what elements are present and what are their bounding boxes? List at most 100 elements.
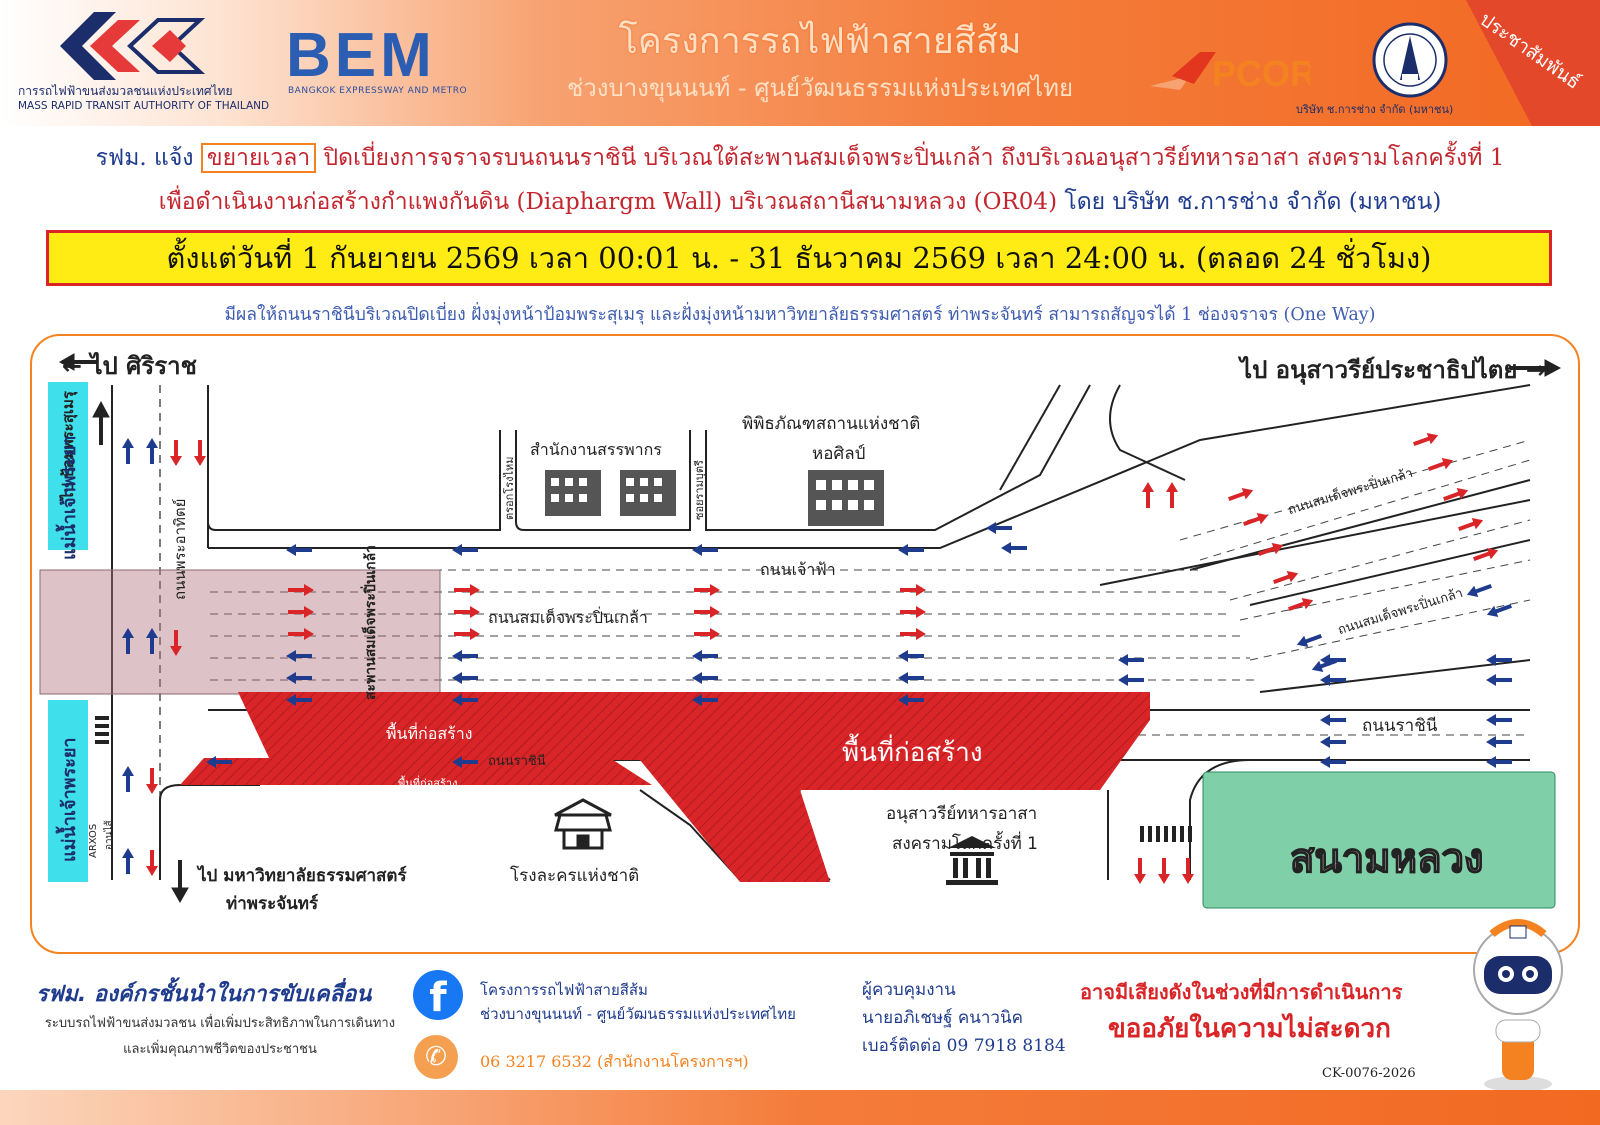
westbound-arrow [1486, 756, 1512, 768]
sanam-luang-field [1202, 771, 1556, 909]
westbound-arrow [452, 694, 478, 706]
westbound-arrow [898, 694, 924, 706]
contractor-name: บริษัท ช.การช่าง จำกัด (มหาชน) [1296, 103, 1454, 116]
sw-ramp-arrow [1311, 659, 1337, 673]
mascot-illustration [1473, 919, 1563, 1092]
project-office-phone[interactable]: 06 3217 6532 (สำนักงานโครงการฯ) [480, 1052, 749, 1071]
vertical-lane-arrow [146, 438, 158, 464]
ratchini-road-label: ถนนราชินี [488, 754, 546, 769]
document-code: CK-0076-2026 [1322, 1066, 1416, 1081]
westbound-arrow [1486, 736, 1512, 748]
construction-area-label-main: พื้นที่ก่อสร้าง [842, 738, 983, 768]
construction-area-main [238, 692, 1150, 882]
revenue-office-block [207, 384, 1091, 531]
westbound-arrow [1320, 736, 1346, 748]
ne-ramp-arrow [1413, 432, 1439, 446]
ne-ramp-arrow [1458, 517, 1484, 531]
art-gallery-label: หอศิลป์ [812, 444, 866, 464]
project-subtitle: ช่วงบางขุนนนท์ - ศูนย์วัฒนธรรมแห่งประเทศ… [566, 74, 1074, 102]
sw-ramp-arrow [1466, 584, 1492, 598]
westbound-arrow [1320, 714, 1346, 726]
arxos-label: ARXOS [88, 823, 99, 858]
apology-text: ขออภัยในความไม่สะดวก [1108, 1014, 1391, 1044]
extend-time-badge: ขยายเวลา [200, 143, 317, 173]
chao-phraya-river-top [48, 382, 88, 550]
pinklao-bridge-overlay [39, 569, 441, 695]
to-thammasat-label-2: ท่าพระจันทร์ [226, 894, 319, 914]
to-democracy-monument-label: ไป อนุสาวรีย์ประชาธิปไตย → [1240, 356, 1546, 384]
eastbound-arrow [900, 584, 926, 596]
sw-ramp-arrow [1486, 604, 1512, 618]
westbound-arrow [452, 544, 478, 556]
announcement-closure-text: ปิดเบี่ยงการจราจรบนถนนราชินี บริเวณใต้สะ… [323, 145, 1505, 171]
westbound-arrow [452, 650, 478, 662]
eastbound-arrow [454, 584, 480, 596]
westbound-arrow [986, 522, 1012, 534]
river-label-bottom: แม่น้ำเจ้าพระยา [59, 737, 80, 862]
announcement-prefix: รฟม. แจ้ง [95, 145, 194, 171]
direction-arrows [58, 353, 1562, 904]
westbound-arrow [1118, 674, 1144, 686]
construction-area-label-top: พื้นที่ก่อสร้าง [386, 724, 473, 743]
supervisor-title: ผู้ควบคุมงาน [862, 980, 956, 1000]
chao-fa-road-label: ถนนเจ้าฟ้า [760, 560, 836, 579]
monument-icon [946, 836, 998, 885]
facebook-page-name-2[interactable]: ช่วงบางขุนนนท์ - ศูนย์วัฒนธรรมแห่งประเทศ… [480, 1005, 796, 1023]
construction-area-label-bottom: พื้นที่ก่อสร้าง [398, 777, 458, 790]
eastbound-arrow [694, 584, 720, 596]
pinklao-bridge-label: สะพานสมเด็จพระปิ่นเกล้า [363, 544, 379, 700]
facebook-icon[interactable]: f [413, 970, 463, 1020]
eastbound-arrow [454, 628, 480, 640]
westbound-arrow [692, 650, 718, 662]
pcor-logo: PCOR [1150, 52, 1310, 94]
ck-logo [1372, 22, 1448, 98]
building-windows [551, 478, 874, 510]
theatre-icon [554, 798, 612, 850]
ww1-monument-label-2: สงครามโลกครั้งที่ 1 [892, 834, 1039, 854]
eastbound-arrow [900, 606, 926, 618]
header-banner: การรถไฟฟ้าขนส่งมวลชนแห่งประเทศไทย MASS R… [0, 0, 1600, 126]
facebook-page-name-1[interactable]: โครงการรถไฟฟ้าสายสีส้ม [480, 981, 648, 999]
westbound-arrow [1486, 654, 1512, 666]
pinklao-road-label: ถนนสมเด็จพระปิ่นเกล้า [488, 608, 648, 627]
westbound-arrow [1320, 756, 1346, 768]
announcement-contractor: โดย บริษัท ช.การช่าง จำกัด (มหาชน) [1064, 189, 1442, 215]
ww1-monument-label-1: อนุสาวรีย์ทหารอาสา [886, 804, 1038, 824]
westbound-arrow [286, 672, 312, 684]
mrta-name-en: MASS RAPID TRANSIT AUTHORITY OF THAILAND [18, 100, 270, 112]
ne-ramp-arrow [1258, 542, 1284, 556]
vertical-lane-arrow [146, 768, 158, 794]
mrta-slogan-sub-2: และเพิ่มคุณภาพชีวิตของประชาชน [123, 1042, 317, 1057]
river-label-top: แม่น้ำเจ้าพระยา [59, 435, 80, 560]
westbound-arrow [692, 694, 718, 706]
ne-ramp-arrow [1243, 512, 1269, 526]
national-theatre-label: โรงละครแห่งชาติ [510, 866, 640, 886]
sanam-luang-label: สนามหลวง [1289, 835, 1484, 883]
phone-icon: ✆ [414, 1035, 458, 1079]
vertical-lane-arrow [194, 440, 206, 466]
mrta-name-th: การรถไฟฟ้าขนส่งมวลชนแห่งประเทศไทย [18, 84, 233, 98]
national-museum-label: พิพิธภัณฑสถานแห่งชาติ [742, 414, 921, 434]
closure-period: ตั้งแต่วันที่ 1 กันยายน 2569 เวลา 00:01 … [46, 230, 1552, 286]
westbound-arrow [286, 650, 312, 662]
ne-ramp-arrow [1428, 457, 1454, 471]
vertical-lane-arrow [146, 628, 158, 654]
ne-ramp-arrow [1228, 487, 1254, 501]
soi-ram-butri-label: ซอยรามบุตรี [693, 460, 706, 520]
westbound-arrow [1486, 674, 1512, 686]
eastbound-arrow [288, 628, 314, 640]
ne-ramp-arrow [1288, 597, 1314, 611]
noise-notice: อาจมีเสียงดังในช่วงที่มีการดำเนินการ [1080, 980, 1403, 1004]
eastbound-arrow [288, 606, 314, 618]
to-thammasat-label-1: ไป มหาวิทยาลัยธรรมศาสตร์ [198, 866, 407, 886]
westbound-arrow [1486, 714, 1512, 726]
project-title: โครงการรถไฟฟ้าสายสีส้ม [618, 21, 1022, 62]
vertical-lane-arrow [1158, 858, 1170, 884]
eastbound-arrow [694, 606, 720, 618]
sw-ramp-arrow [1296, 634, 1322, 648]
westbound-arrow [286, 694, 312, 706]
westbound-arrow [898, 650, 924, 662]
westbound-arrow [1320, 674, 1346, 686]
supervisor-phone[interactable]: เบอร์ติดต่อ 09 7918 8184 [862, 1036, 1066, 1056]
